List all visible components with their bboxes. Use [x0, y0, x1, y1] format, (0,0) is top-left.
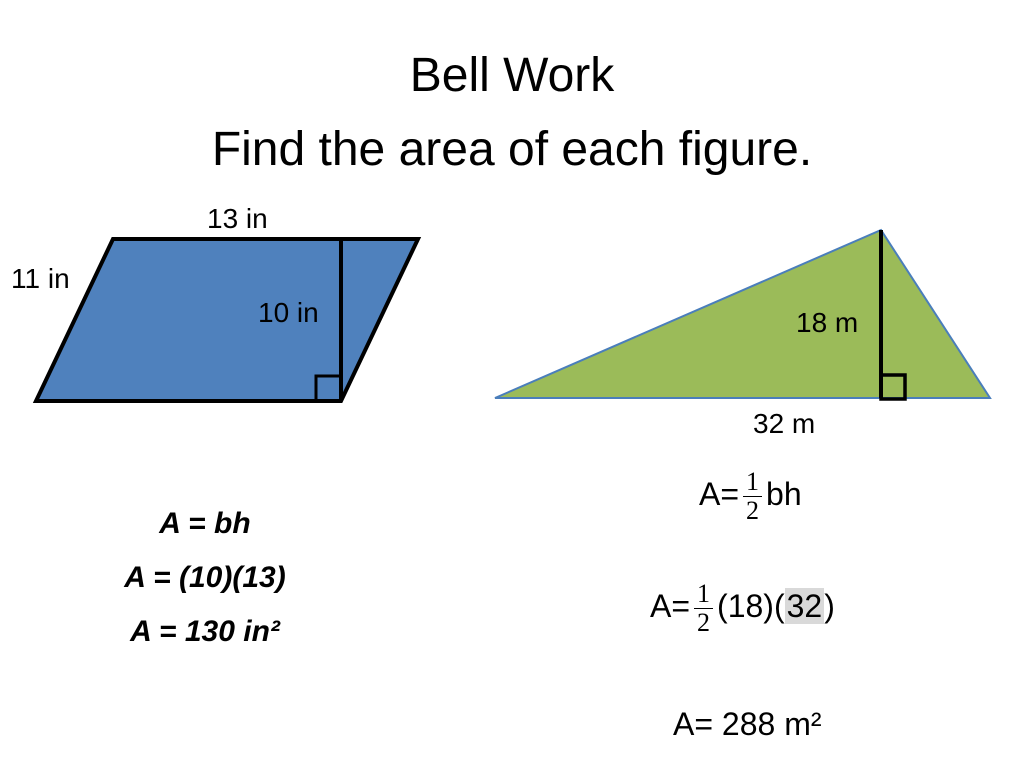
parallelogram-base-label: 13 in — [207, 203, 268, 234]
parallelogram-shape — [32, 237, 422, 403]
triangle-substitution-prefix: A= — [650, 587, 691, 624]
triangle-shape — [494, 228, 992, 399]
parallelogram-formula: A = bh — [159, 507, 251, 540]
parallelogram-result: A = 130 in² — [130, 615, 280, 648]
triangle-base-label: 32 m — [753, 408, 816, 439]
slide-title: Bell Work — [409, 49, 615, 102]
triangle-height-label: 18 m — [796, 307, 859, 338]
fraction-numerator: 1 — [743, 468, 763, 497]
triangle-substitution-close: ) — [824, 587, 835, 624]
parallelogram-height-label: 10 in — [258, 297, 319, 328]
highlighted-base-value: 32 — [784, 587, 825, 624]
fraction-denominator: 2 — [697, 608, 711, 637]
triangle-formula-prefix: A= — [699, 475, 740, 512]
triangle-substitution-open: (18)( — [717, 587, 785, 624]
parallelogram-side-label: 11 in — [11, 263, 70, 294]
triangle-result: A= 288 m² — [673, 706, 822, 742]
parallelogram-right-angle-marker — [314, 374, 343, 403]
fraction-denominator: 2 — [746, 496, 760, 525]
fraction-numerator: 1 — [694, 580, 714, 609]
triangle-formula-tail: bh — [766, 475, 802, 512]
parallelogram-substitution: A = (10)(13) — [124, 561, 286, 594]
slide-subtitle: Find the area of each figure. — [211, 123, 813, 176]
triangle-right-angle-marker — [879, 373, 907, 401]
